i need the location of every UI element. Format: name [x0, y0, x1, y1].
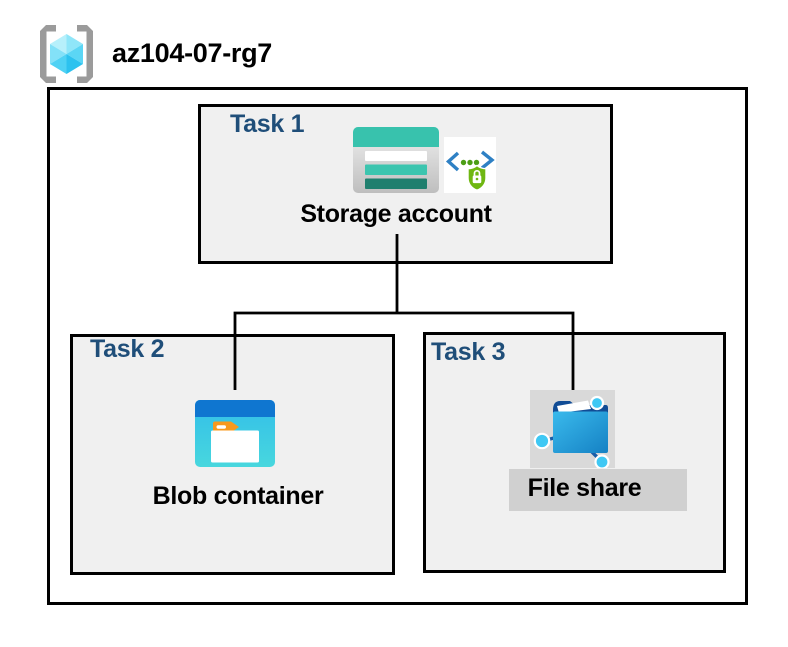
file-share-label-backplate [509, 469, 687, 511]
file-share-label: File share [527, 474, 642, 502]
blob-container-icon [195, 400, 275, 467]
blob-container-label: Blob container [152, 482, 324, 510]
storage-account-icon [353, 127, 439, 193]
secure-access-shield-lock-icon [444, 137, 496, 193]
file-share-icon [533, 395, 610, 468]
task3-label: Task 3 [431, 338, 506, 366]
task2-label: Task 2 [90, 335, 165, 363]
storage-account-label: Storage account [300, 200, 492, 228]
resource-group-name: az104-07-rg7 [112, 38, 272, 68]
resource-group-icon [40, 25, 93, 83]
task1-label: Task 1 [230, 110, 305, 138]
